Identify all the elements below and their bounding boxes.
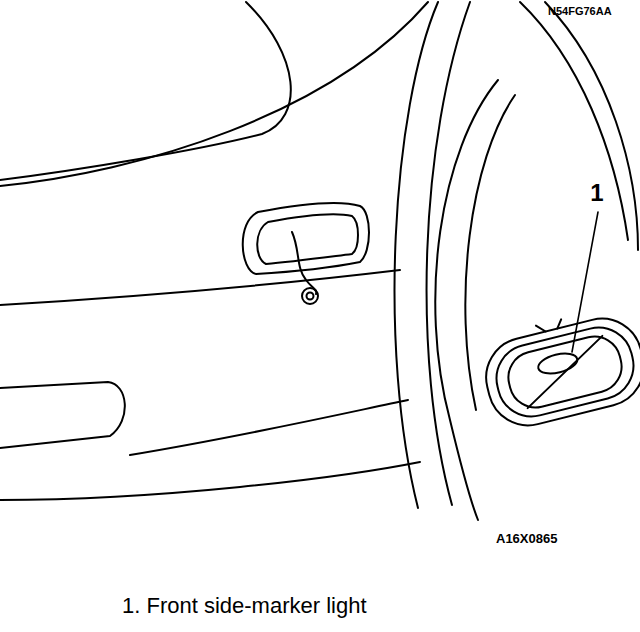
body-line (130, 400, 408, 455)
lock-rod (292, 232, 316, 294)
door-handle-recess (257, 214, 358, 264)
body-line (0, 2, 291, 180)
drawing-code: N54FG76AA (548, 5, 612, 17)
door-lock (307, 293, 314, 300)
side-marker-light (476, 302, 640, 433)
callout-number: 1 (590, 180, 603, 206)
tyre-edge (520, 2, 628, 240)
leader-line (572, 212, 598, 352)
door-handle (243, 203, 369, 274)
door-lock (302, 288, 318, 304)
figure-number: A16X0865 (496, 532, 557, 546)
body-line (0, 270, 400, 305)
tyre-edge (465, 95, 515, 410)
body-indent (0, 382, 125, 448)
body-line (0, 462, 420, 500)
fender-edge (395, 2, 438, 508)
tyre-edge (435, 80, 498, 520)
body-line (0, 2, 428, 186)
part-caption: 1. Front side-marker light (122, 594, 367, 618)
fender-edge (427, 2, 470, 505)
